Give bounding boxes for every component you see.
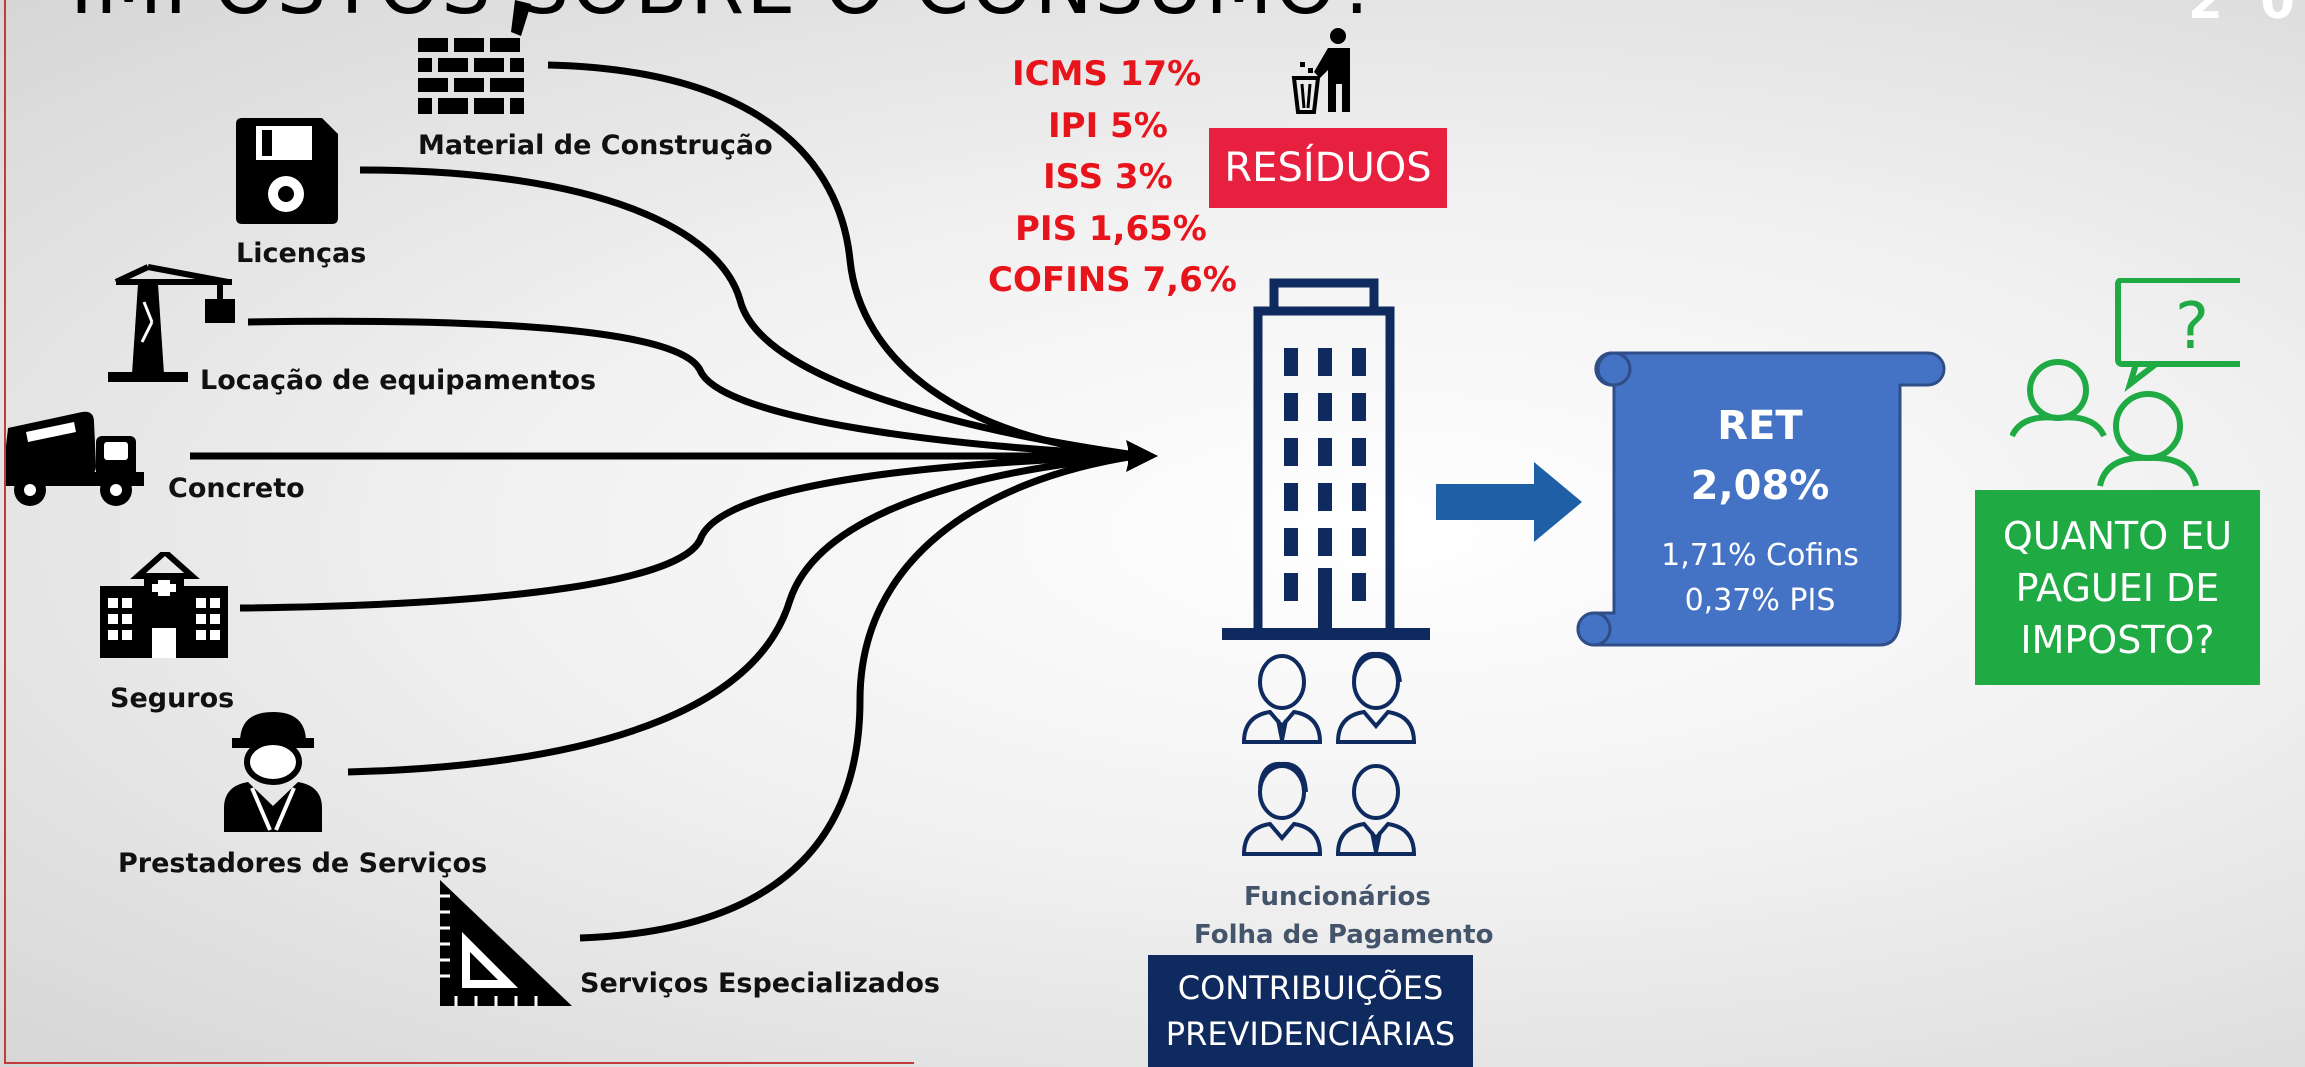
svg-text:?: ?: [2175, 290, 2209, 364]
residuos-label: RESÍDUOS: [1224, 145, 1432, 191]
label-prestadores: Prestadores de Serviços: [118, 848, 488, 879]
construction-worker-icon: [224, 712, 322, 832]
residuos-box: RESÍDUOS: [1209, 128, 1447, 208]
label-especializados: Serviços Especializados: [580, 968, 940, 999]
label-folha-pagamento: Folha de Pagamento: [1194, 920, 1494, 950]
tax-cofins: COFINS 7,6%: [988, 260, 1237, 300]
floppy-disk-icon: [236, 118, 338, 224]
tax-iss: ISS 3%: [1043, 157, 1173, 197]
set-square-icon: [440, 880, 572, 1006]
curve-prestadores: [347, 452, 1136, 776]
label-licencas: Licenças: [236, 238, 367, 269]
question-line2: PAGUEI DE: [2015, 565, 2220, 610]
crane-icon: [108, 264, 235, 382]
concrete-mixer-truck-icon: [4, 411, 144, 506]
contribuicoes-box: CONTRIBUIÇÕES PREVIDENCIÁRIAS: [1148, 955, 1473, 1067]
tax-ipi: IPI 5%: [1048, 106, 1168, 146]
blue-arrow-icon: [1436, 462, 1582, 542]
slide-title: IMPOSTOS SOBRE O CONSUMO?: [70, 0, 1381, 32]
hospital-building-icon: [100, 552, 228, 658]
ret-scroll-shape: [1576, 351, 1946, 647]
question-line1: QUANTO EU: [2002, 513, 2233, 558]
contribuicoes-line2: PREVIDENCIÁRIAS: [1165, 1015, 1456, 1053]
curve-material: [547, 61, 1136, 459]
ret-pis: 0,37% PIS: [1684, 582, 1836, 618]
curve-licencas: [359, 166, 1136, 459]
question-box: QUANTO EU PAGUEI DE IMPOSTO?: [1975, 490, 2260, 685]
left-frame-line: [4, 0, 6, 1062]
label-locacao: Locação de equipamentos: [200, 365, 597, 396]
label-material: Material de Construção: [418, 130, 773, 161]
bottom-frame-line: [4, 1062, 914, 1064]
employees-group-icon: [1241, 651, 1417, 856]
trash-disposal-icon: [1291, 28, 1350, 114]
tax-pis: PIS 1,65%: [1015, 209, 1207, 249]
ret-title: RET: [1717, 403, 1803, 449]
brick-wall-icon: [418, 38, 524, 114]
flow-arrowhead-center: [1128, 444, 1158, 468]
people-question-icon: ?: [2010, 278, 2240, 487]
curve-especializados: [579, 452, 1136, 942]
curve-locacao: [247, 317, 1136, 459]
tax-icms: ICMS 17%: [1012, 54, 1202, 94]
label-funcionarios: Funcionários: [1244, 882, 1431, 912]
label-concreto: Concreto: [168, 473, 305, 504]
slide-corner-text: 2 0: [2188, 0, 2305, 30]
pointer-mark-icon: [511, 0, 531, 36]
ret-rate: 2,08%: [1690, 463, 1830, 509]
office-building-icon: [1222, 278, 1430, 640]
contribuicoes-line1: CONTRIBUIÇÕES: [1177, 969, 1444, 1007]
curve-seguros: [239, 452, 1136, 612]
question-line3: IMPOSTO?: [2020, 617, 2215, 662]
label-seguros: Seguros: [110, 683, 235, 714]
ret-cofins: 1,71% Cofins: [1661, 537, 1859, 573]
